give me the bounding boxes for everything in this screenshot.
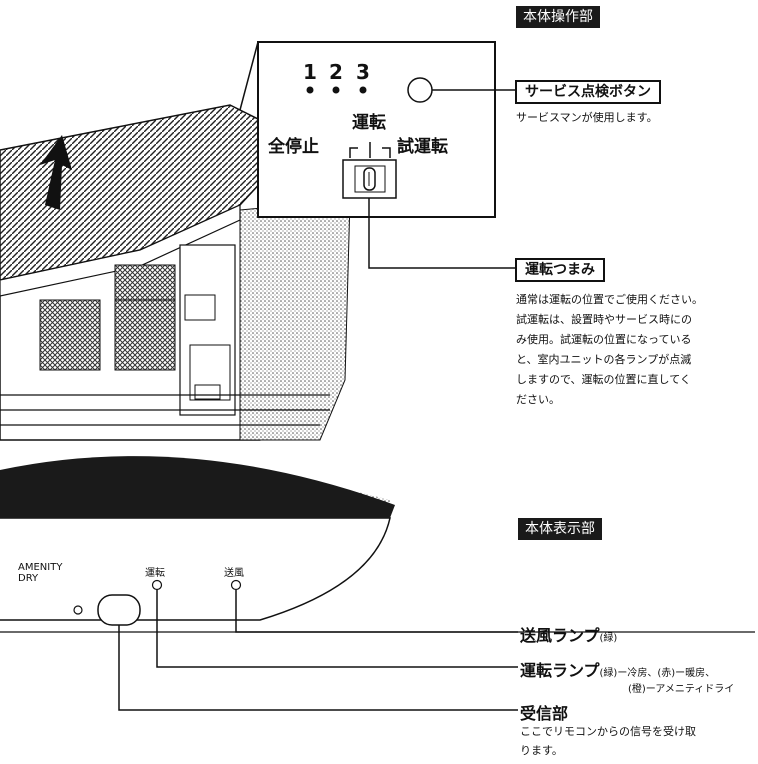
run-lamp-note: (緑)ー冷房、(赤)ー暖房、: [599, 668, 716, 679]
arrow-up-icon: [40, 135, 72, 210]
lamp-number-1: 1: [303, 60, 317, 84]
switch-stop-label: 全停止: [268, 137, 319, 157]
receiver-title: 受信部: [520, 704, 569, 723]
service-button-description: サービスマンが使用します。: [516, 111, 658, 124]
lamp-number-3: 3: [356, 60, 370, 84]
lamp-number-2: 2: [329, 60, 343, 84]
knob-title: 運転つまみ: [515, 258, 605, 282]
fan-lamp-title: 送風ランプ: [520, 626, 600, 645]
switch-run-label: 運転: [352, 113, 386, 133]
fan-lamp-label: 送風: [224, 568, 244, 579]
switch-test-label: 試運転: [397, 137, 448, 157]
run-lamp-label: 運転: [145, 568, 165, 579]
service-button-title: サービス点検ボタン: [515, 80, 661, 104]
ac-unit-illustration: [0, 104, 351, 441]
run-lamp-note2: (橙)ーアメニティドライ: [628, 684, 735, 695]
fan-lamp-note: (緑): [599, 633, 618, 644]
section-tag-display: 本体表示部: [518, 518, 602, 540]
knob-description: 通常は運転の位置でご使用ください。 試運転は、設置時やサービス時にの み使用。試…: [516, 293, 703, 406]
amenity-dry-label: AMENITY DRY: [18, 562, 63, 584]
section-tag-operation: 本体操作部: [516, 6, 600, 28]
receiver-description: ここでリモコンからの信号を受け取 ります。: [520, 725, 696, 757]
run-lamp-callout: 運転ランプ(緑)ー冷房、(赤)ー暖房、: [520, 657, 715, 681]
detail-box: [257, 41, 496, 218]
run-lamp-title: 運転ランプ: [520, 661, 600, 680]
display-panel-illustration: [0, 456, 755, 633]
fan-lamp-callout: 送風ランプ(緑): [520, 622, 617, 646]
